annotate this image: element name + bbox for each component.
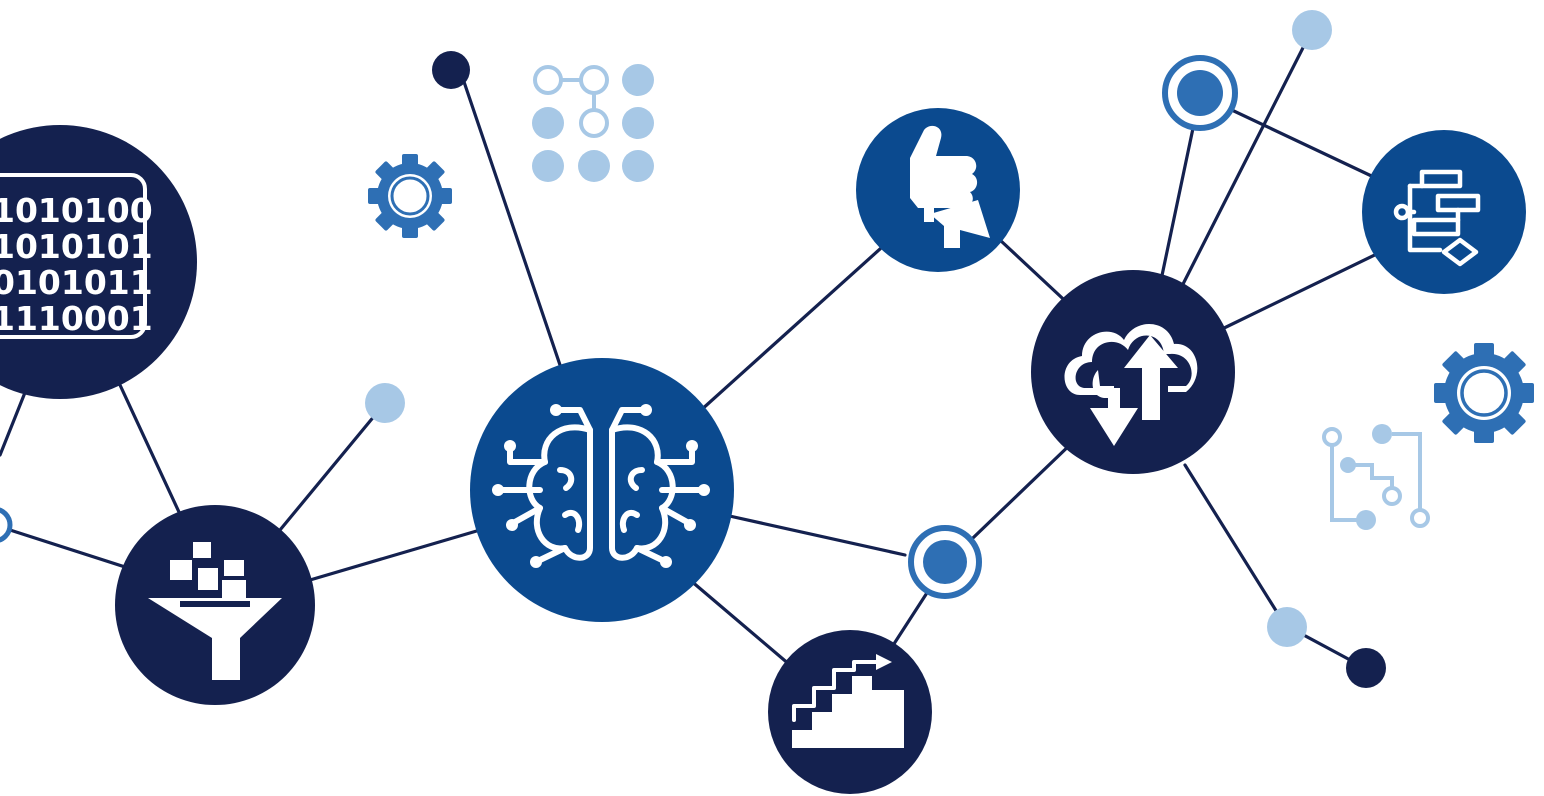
cloud-upload-download-icon: [1064, 323, 1198, 446]
growth-stairs-icon: [792, 654, 904, 748]
light-blue-dot: [1292, 10, 1332, 50]
binary-line: 0101011: [0, 263, 153, 302]
circuit-terminals: [492, 404, 710, 568]
ring-node: [0, 507, 13, 543]
ai-brain-circuit-icon: [499, 407, 703, 563]
light-blue-dot: [365, 383, 405, 423]
gear-icon: [368, 154, 452, 238]
satellite-dots: [0, 10, 1386, 688]
light-blue-dot: [1267, 607, 1307, 647]
flowchart-node: [1362, 130, 1526, 294]
gear-icon: [1434, 343, 1534, 443]
data-funnel-icon: [148, 542, 282, 680]
flowchart-icon: [1393, 169, 1481, 267]
binary-line: 1110001: [0, 299, 153, 338]
engagement-node: [856, 108, 1020, 272]
binary-data-icon: 1010100 1010101 0101011 1110001: [0, 173, 153, 339]
data-funnel-node: [115, 505, 315, 705]
cloud-node: [1031, 270, 1235, 474]
circuit-path-icon: [1322, 424, 1430, 530]
ai-brain-node: [470, 358, 734, 622]
navy-dot: [1346, 648, 1386, 688]
binary-line: 1010101: [0, 227, 153, 266]
ring-node: [1162, 55, 1238, 131]
navy-dot: [432, 51, 470, 89]
ring-node: [908, 525, 982, 599]
binary-line: 1010100: [0, 191, 153, 230]
binary-data-node: 1010100 1010101 0101011 1110001: [0, 125, 197, 399]
dot-grid-pattern-icon: [532, 64, 654, 182]
thumbs-up-megaphone-icon: [910, 125, 990, 248]
growth-node: [768, 630, 932, 794]
